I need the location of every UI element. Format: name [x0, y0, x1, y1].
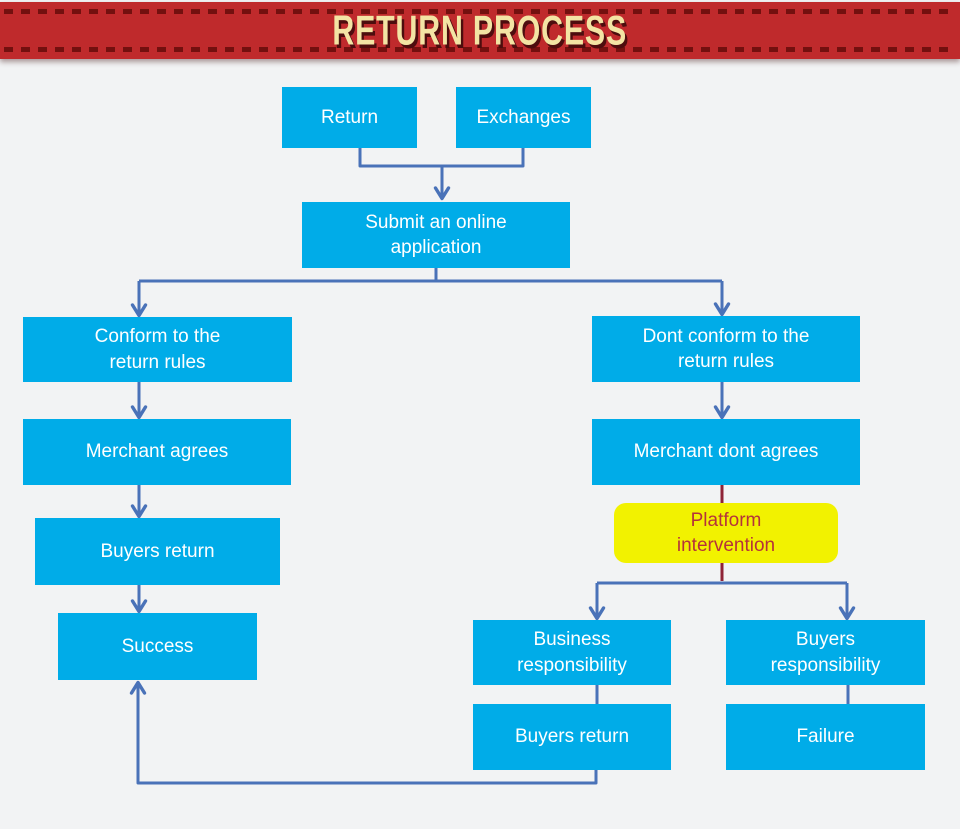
- node-label: Platform intervention: [676, 509, 776, 556]
- node-label: Exchanges: [476, 106, 571, 128]
- node-buyers-return-bottom: Buyers return: [473, 704, 671, 770]
- node-failure: Failure: [726, 704, 925, 770]
- stitch-line-top: [4, 9, 956, 14]
- node-buyers-return-left: Buyers return: [35, 518, 280, 585]
- node-conform-rules: Conform to the return rules: [23, 317, 292, 382]
- node-buyers-responsibility: Buyers responsibility: [726, 620, 925, 685]
- node-label: Buyers responsibility: [770, 629, 881, 676]
- node-label: Conform to the return rules: [94, 326, 221, 373]
- node-label: Failure: [796, 726, 855, 748]
- node-merchant-dont-agrees: Merchant dont agrees: [592, 419, 860, 485]
- node-platform-intervention: Platform intervention: [614, 503, 838, 563]
- connector-merge-bracket: [358, 148, 525, 168]
- node-return: Return: [282, 87, 417, 148]
- node-success: Success: [58, 613, 257, 680]
- node-label: Merchant dont agrees: [633, 441, 819, 463]
- node-label: Business responsibility: [517, 629, 627, 676]
- node-submit-application: Submit an online application: [302, 202, 570, 268]
- title-banner: RETURN PROCESS: [0, 2, 960, 59]
- node-label: Buyers return: [514, 726, 630, 748]
- node-label: Submit an online application: [365, 211, 507, 258]
- node-dont-conform-rules: Dont conform to the return rules: [592, 316, 860, 382]
- stitch-line-bottom: [4, 47, 956, 52]
- node-label: Success: [121, 635, 194, 657]
- node-exchanges: Exchanges: [456, 87, 591, 148]
- node-business-responsibility: Business responsibility: [473, 620, 671, 685]
- node-label: Buyers return: [100, 540, 215, 562]
- node-label: Merchant agrees: [85, 441, 229, 463]
- node-merchant-agrees: Merchant agrees: [23, 419, 291, 485]
- node-label: Dont conform to the return rules: [642, 325, 810, 372]
- page-title: RETURN PROCESS: [332, 6, 628, 53]
- node-label: Return: [320, 106, 379, 128]
